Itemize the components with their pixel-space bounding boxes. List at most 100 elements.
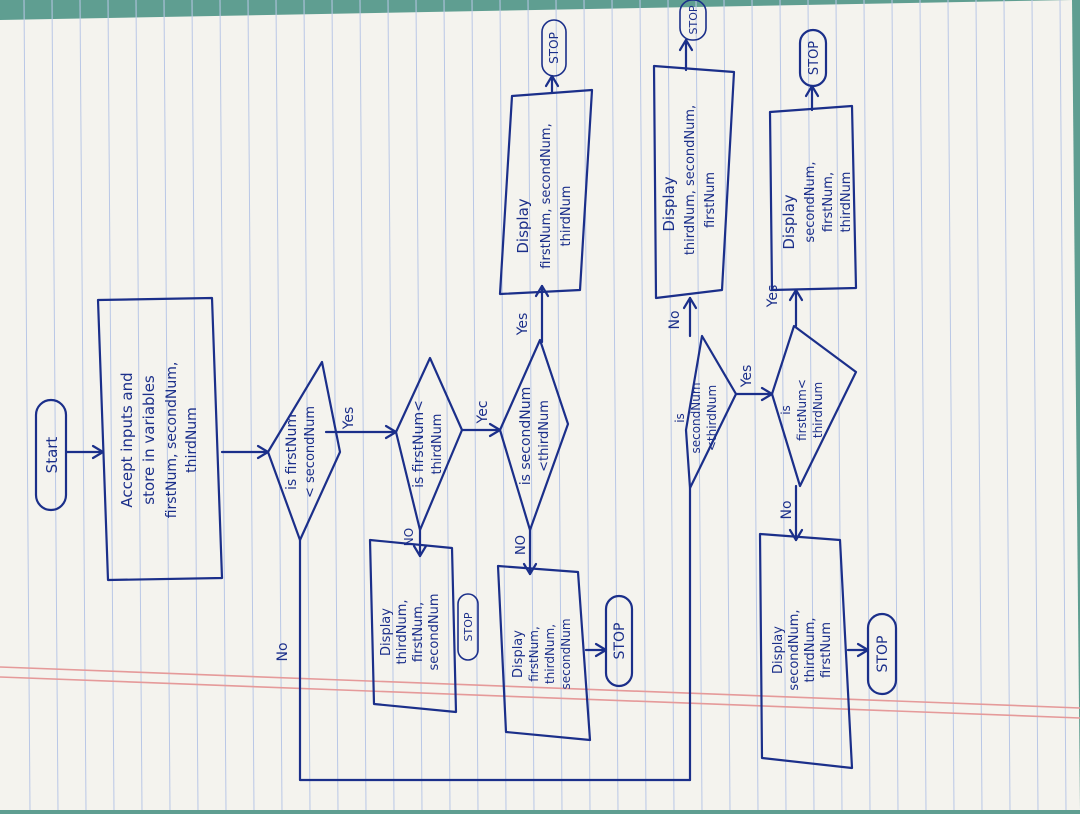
rule-line bbox=[163, 0, 171, 811]
output-2: Display thirdNum, firstNum, secondNum bbox=[368, 538, 458, 714]
stop-o4-label: STOP bbox=[687, 5, 700, 34]
decision-4: is secondNum <thirdNum bbox=[673, 334, 738, 490]
output-5: Display secondNum, firstNum, thirdNum bbox=[768, 104, 858, 292]
d5-line-3: thirdNum bbox=[811, 382, 825, 438]
label-d2-no: NO bbox=[402, 528, 416, 546]
d2-line-1: is firstNum< bbox=[411, 400, 427, 488]
rule-line bbox=[639, 0, 647, 811]
rule-line bbox=[1003, 0, 1011, 811]
o6-line-2: secondNum, bbox=[787, 609, 802, 690]
stop-o5: STOP bbox=[798, 28, 828, 88]
input-line-1: Accept inputs and bbox=[118, 372, 136, 507]
rule-line bbox=[667, 0, 675, 811]
o5-line-4: thirdNum bbox=[839, 172, 854, 233]
rule-line bbox=[1059, 0, 1067, 811]
label-d4-no: No bbox=[667, 310, 683, 329]
rule-line bbox=[947, 0, 955, 811]
input-line-3: firstNum, secondNum, bbox=[164, 362, 180, 519]
rule-line bbox=[751, 0, 759, 811]
o3-line-1: Display bbox=[511, 630, 526, 678]
rule-line bbox=[135, 0, 143, 811]
stop-o3-label: STOP bbox=[612, 623, 628, 660]
ruled-lines bbox=[23, 0, 1067, 811]
input-box: Accept inputs and store in variables fir… bbox=[96, 296, 224, 582]
decision-1: is firstNum < secondNum bbox=[266, 360, 342, 542]
o2-line-1: Display bbox=[379, 608, 394, 656]
stop-o1: STOP bbox=[541, 19, 567, 77]
o4-line-1: Display bbox=[660, 176, 678, 231]
rule-line bbox=[443, 0, 451, 811]
label-d4-yes: Yes bbox=[739, 365, 755, 389]
o5-line-2: secondNum, bbox=[803, 161, 818, 242]
stop-o3: STOP bbox=[604, 594, 634, 688]
d1-line-1: is firstNum bbox=[284, 414, 300, 490]
output-4: Display thirdNum, secondNum, firstNum bbox=[652, 64, 736, 300]
label-d2-yec: Yec bbox=[475, 400, 491, 424]
o1-line-1: Display bbox=[514, 198, 532, 253]
arrowhead-o4-stop bbox=[678, 38, 694, 52]
arrowhead-d4-no bbox=[682, 296, 698, 310]
o5-line-3: firstNum, bbox=[821, 172, 836, 232]
o2-line-2: thirdNum, bbox=[395, 599, 410, 664]
d5-line-2: firstNum< bbox=[795, 379, 809, 441]
o3-line-4: secondNum bbox=[559, 618, 573, 689]
d3-line-2: <thirdNum bbox=[537, 400, 552, 472]
d1-line-2: < secondNum bbox=[303, 406, 318, 498]
rule-line bbox=[415, 0, 423, 811]
rule-line bbox=[499, 0, 507, 811]
line-d1-no bbox=[298, 538, 692, 782]
d4-line-3: <thirdNum bbox=[705, 385, 719, 451]
rule-line bbox=[555, 0, 563, 811]
o6-line-3: thirdNum, bbox=[803, 617, 818, 682]
rule-line bbox=[807, 0, 815, 811]
stop-o6-label: STOP bbox=[875, 636, 891, 673]
o2-line-4: secondNum bbox=[427, 594, 442, 671]
rule-line bbox=[975, 0, 983, 811]
output-6: Display secondNum, thirdNum, firstNum bbox=[758, 532, 854, 770]
o1-line-3: thirdNum bbox=[559, 186, 574, 247]
label-d3-no: NO bbox=[514, 535, 529, 555]
rule-line bbox=[723, 0, 731, 811]
rule-line bbox=[79, 0, 87, 811]
stop-o4: STOP bbox=[679, 0, 707, 41]
rule-line bbox=[107, 0, 115, 811]
d2-line-2: thirdNum bbox=[430, 414, 445, 475]
d3-line-1: is secondNum bbox=[518, 387, 534, 486]
rule-line bbox=[275, 0, 283, 811]
input-line-2: store in variables bbox=[140, 375, 158, 505]
o6-line-4: firstNum bbox=[819, 622, 834, 678]
label-d1-yes: Yes bbox=[341, 407, 357, 431]
d4-line-1: is bbox=[673, 413, 687, 423]
rule-line bbox=[527, 0, 535, 811]
output-1: Display firstNum, secondNum, thirdNum bbox=[498, 88, 594, 296]
rule-line bbox=[247, 0, 255, 811]
decision-3: is secondNum <thirdNum bbox=[498, 338, 570, 532]
stop-o5-label: STOP bbox=[807, 41, 822, 75]
rule-line bbox=[583, 0, 591, 811]
o3-line-2: firstNum, bbox=[527, 626, 541, 682]
rule-line bbox=[387, 0, 395, 811]
o3-line-3: thirdNum, bbox=[543, 624, 557, 684]
rule-line bbox=[919, 0, 927, 811]
input-line-4: thirdNum bbox=[184, 407, 200, 473]
o4-line-2: thirdNum, secondNum, bbox=[683, 105, 698, 255]
rule-line bbox=[471, 0, 479, 811]
margin-lines bbox=[0, 666, 1080, 719]
d4-line-2: secondNum bbox=[689, 382, 703, 453]
rule-line bbox=[51, 0, 59, 811]
start-label: Start bbox=[43, 437, 61, 474]
o5-line-1: Display bbox=[780, 194, 798, 249]
rule-line bbox=[303, 0, 311, 811]
rule-line bbox=[611, 0, 619, 811]
o2-line-3: firstNum, bbox=[411, 602, 426, 662]
o1-line-2: firstNum, secondNum, bbox=[539, 123, 554, 268]
d5-line-1: is bbox=[779, 405, 793, 415]
stop-o2: STOP bbox=[457, 593, 479, 661]
output-3: Display firstNum, thirdNum, secondNum bbox=[496, 564, 592, 742]
arrowhead-d5-no bbox=[788, 528, 804, 542]
rule-line bbox=[779, 0, 787, 811]
o6-line-1: Display bbox=[771, 626, 786, 674]
start-terminal: Start bbox=[34, 398, 68, 512]
